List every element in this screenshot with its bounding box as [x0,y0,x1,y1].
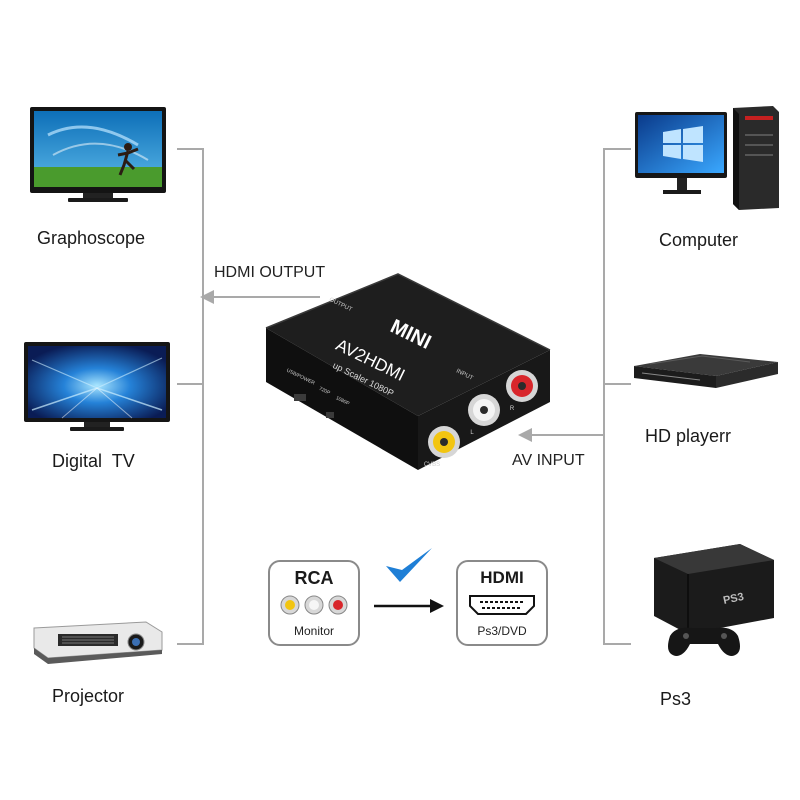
right-bracket-top [603,148,631,150]
jack-cvbs-label: CVBS [424,462,440,468]
projector-icon [33,621,163,664]
left-bracket-bottom [177,643,204,645]
right-bracket-vertical [603,148,605,645]
hdmi-card: HDMI Ps3/DVD [456,560,548,646]
input-arrowhead-icon [518,428,532,442]
computer-icon [635,106,779,210]
checkmark-icon [386,548,432,582]
digital-tv-label: Digital TV [52,451,135,471]
av2hdmi-adapter: MINI AV2HDMI up Scaler 1080P OUTPUT INPU… [265,273,551,470]
digital-tv-icon [24,342,170,431]
right-bracket-middle [603,383,631,385]
conversion-arrow-icon [374,599,444,613]
hdmi-card-title: HDMI [480,568,524,587]
rca-card-subtitle: Monitor [293,624,334,638]
input-arrow-line [530,434,604,436]
jack-r-label: R [510,406,515,412]
resolution-switch [326,412,334,418]
jack-left-audio [468,394,500,426]
hdmi-output-label: HDMI OUTPUT [214,264,326,281]
hd-player-label: HD playerr [645,426,732,446]
left-bracket-vertical [202,148,204,645]
svg-text:PS3: PS3 [722,591,745,607]
graphoscope-label: Graphoscope [37,228,146,248]
computer-label: Computer [659,230,739,250]
jack-cvbs [428,426,460,458]
usb-port [294,394,306,401]
right-bracket-bottom [603,643,631,645]
jack-l-label: L [470,430,474,436]
jack-right-audio [506,370,538,402]
hdmi-card-subtitle: Ps3/DVD [477,624,527,638]
hdmi-port-icon [469,595,535,615]
left-bracket-top [177,148,204,150]
graphoscope-icon [30,107,166,202]
output-arrow-line [212,296,320,298]
rca-card-title: RCA [294,568,334,588]
projector-label: Projector [52,686,125,706]
rca-card: RCA Monitor [268,560,360,646]
hd-player-icon [634,354,778,388]
output-arrowhead-icon [200,290,214,304]
left-bracket-middle [177,383,204,385]
ps3-icon: PS3 [654,544,774,656]
adapter-720p-label: 720P [318,386,332,397]
rca-jacks-icon [280,595,348,615]
av-input-label: AV INPUT [512,452,585,469]
ps3-label: Ps3 [660,689,692,709]
